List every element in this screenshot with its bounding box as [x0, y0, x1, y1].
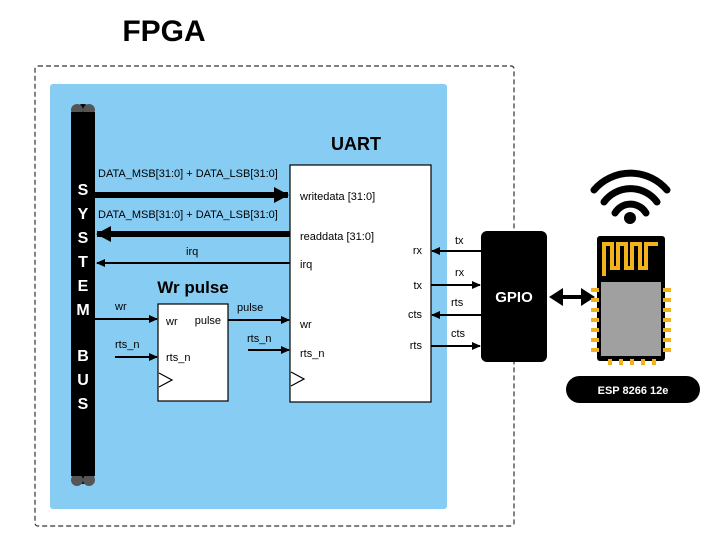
- uart-port-readdata: readdata [31:0]: [300, 231, 374, 243]
- bus-letter-m: M: [76, 302, 89, 319]
- signal-wr-label: wr: [114, 301, 127, 313]
- uart-port-rts: rts: [410, 340, 423, 352]
- signal-rts-n-uart-label: rts_n: [247, 333, 271, 345]
- uart-port-cts: cts: [408, 309, 423, 321]
- fpga-title: FPGA: [122, 15, 205, 48]
- uart-port-rx: rx: [413, 245, 423, 257]
- system-bus: S Y S T E M B U S: [71, 104, 95, 486]
- signal-irq-label: irq: [186, 246, 198, 258]
- uart-port-irq: irq: [300, 259, 312, 271]
- bus-letter-u: U: [77, 372, 89, 389]
- wr-pulse-port-wr: wr: [165, 316, 178, 328]
- gpio-block: [481, 231, 547, 362]
- bus-letter-e: E: [78, 278, 89, 295]
- bus-letter-s3: S: [78, 396, 89, 413]
- signal-data-in-label: DATA_MSB[31:0] + DATA_LSB[31:0]: [98, 168, 278, 180]
- signal-cts-label: cts: [451, 328, 466, 340]
- wr-pulse-title: Wr pulse: [157, 278, 228, 297]
- uart-clock-triangle: [290, 371, 306, 387]
- uart-port-wr: wr: [299, 319, 312, 331]
- signal-tx-top-label: tx: [455, 235, 464, 247]
- wr-pulse-clock-triangle: [158, 372, 174, 388]
- uart-block: [289, 164, 432, 403]
- signal-rts-n-in-label: rts_n: [115, 339, 139, 351]
- gpio-esp-bidirectional-arrow: [549, 288, 595, 306]
- bus-letter-t: T: [78, 254, 88, 271]
- bus-letter-s2: S: [78, 230, 89, 247]
- bus-letter-b: B: [77, 348, 89, 365]
- wr-pulse-port-rts-n: rts_n: [166, 352, 190, 364]
- wr-pulse-block: [157, 303, 229, 402]
- gpio-label: GPIO: [495, 289, 533, 306]
- wifi-icon: [590, 169, 671, 224]
- signal-rts-label: rts: [451, 297, 464, 309]
- esp-label: ESP 8266 12e: [598, 385, 669, 397]
- uart-port-rts-n: rts_n: [300, 348, 324, 360]
- bus-letter-y: Y: [78, 206, 89, 223]
- uart-title: UART: [331, 134, 381, 154]
- bus-letter-s1: S: [78, 182, 89, 199]
- wr-pulse-port-pulse: pulse: [195, 315, 221, 327]
- uart-port-tx: tx: [413, 280, 422, 292]
- signal-pulse-label: pulse: [237, 302, 263, 314]
- uart-port-writedata: writedata [31:0]: [299, 191, 375, 203]
- signal-data-out-label: DATA_MSB[31:0] + DATA_LSB[31:0]: [98, 209, 278, 221]
- esp-module-icon: [591, 236, 671, 365]
- esp-label-pill: [566, 376, 700, 403]
- signal-rx-label: rx: [455, 267, 465, 279]
